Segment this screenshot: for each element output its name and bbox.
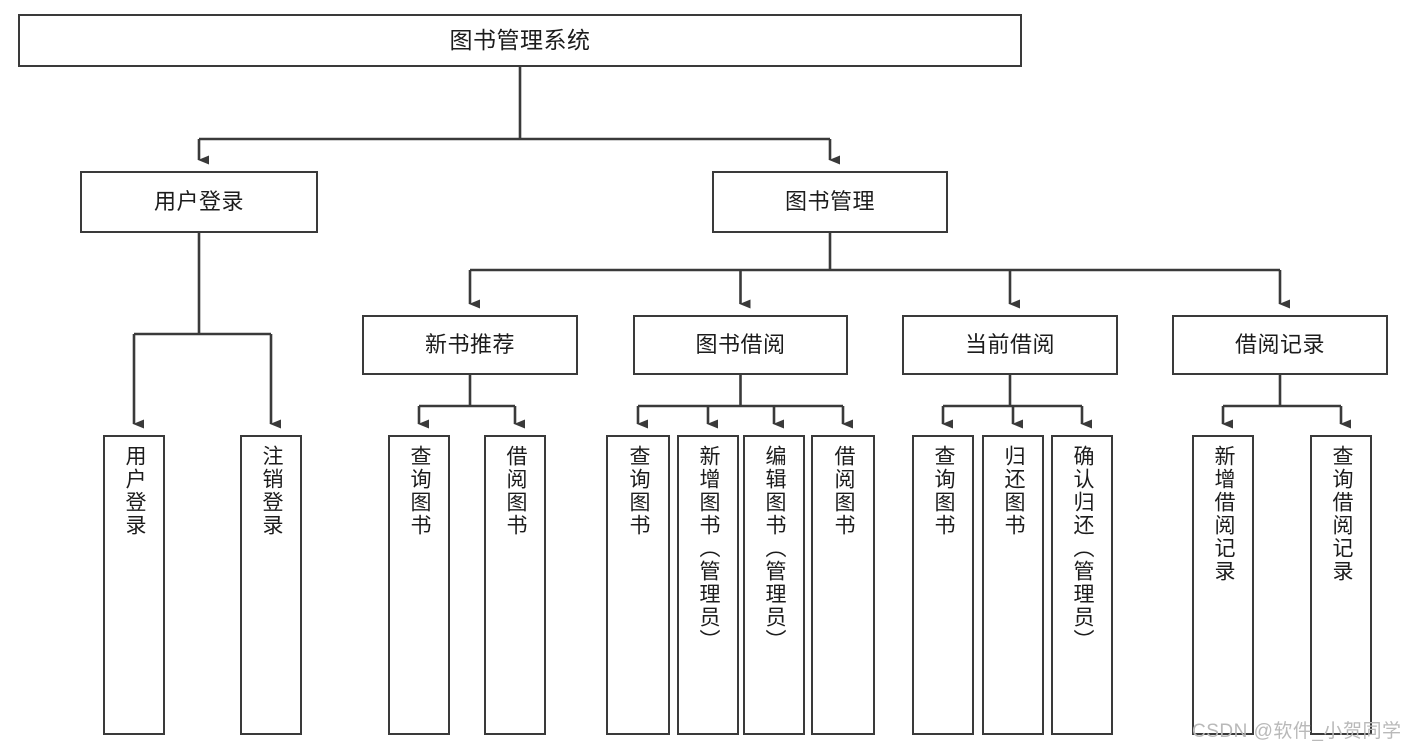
node-leaf-return-book-label: 归还图书	[1002, 445, 1026, 537]
node-leaf-user-login-label: 用户登录	[123, 445, 147, 537]
node-new-book-recommend[interactable]: 新书推荐	[362, 315, 578, 375]
node-leaf-edit-book-admin[interactable]: 编辑图书（管理员）	[743, 435, 805, 735]
node-leaf-query-borrow-record[interactable]: 查询借阅记录	[1310, 435, 1372, 735]
node-leaf-query-book-recommend-label: 查询图书	[408, 445, 432, 537]
node-root[interactable]: 图书管理系统	[18, 14, 1022, 67]
node-leaf-confirm-return-admin-label: 确认归还（管理员）	[1071, 445, 1095, 652]
node-new-book-recommend-label: 新书推荐	[424, 332, 515, 358]
node-root-label: 图书管理系统	[449, 26, 591, 53]
node-leaf-add-book-admin-label: 新增图书（管理员）	[697, 445, 721, 652]
node-leaf-logout-login[interactable]: 注销登录	[240, 435, 302, 735]
node-borrow-record[interactable]: 借阅记录	[1172, 315, 1388, 375]
node-current-borrow-label: 当前借阅	[964, 332, 1055, 358]
node-leaf-add-borrow-record-label: 新增借阅记录	[1212, 445, 1236, 583]
node-leaf-borrow-book-recommend-label: 借阅图书	[504, 445, 528, 537]
node-user-login[interactable]: 用户登录	[80, 171, 318, 233]
node-leaf-query-book-recommend[interactable]: 查询图书	[388, 435, 450, 735]
node-leaf-borrow-book-recommend[interactable]: 借阅图书	[484, 435, 546, 735]
node-book-borrow-label: 图书借阅	[695, 332, 786, 358]
node-book-management[interactable]: 图书管理	[712, 171, 948, 233]
node-leaf-borrow-book[interactable]: 借阅图书	[811, 435, 875, 735]
node-borrow-record-label: 借阅记录	[1234, 332, 1325, 358]
node-leaf-edit-book-admin-label: 编辑图书（管理员）	[763, 445, 787, 652]
node-leaf-query-borrow-record-label: 查询借阅记录	[1330, 445, 1354, 583]
node-leaf-query-book-borrow-label: 查询图书	[627, 445, 651, 537]
node-leaf-confirm-return-admin[interactable]: 确认归还（管理员）	[1051, 435, 1113, 735]
node-user-login-label: 用户登录	[153, 189, 244, 215]
node-leaf-return-book[interactable]: 归还图书	[982, 435, 1044, 735]
node-book-management-label: 图书管理	[784, 189, 875, 215]
node-leaf-user-login[interactable]: 用户登录	[103, 435, 165, 735]
node-leaf-query-book-borrow[interactable]: 查询图书	[606, 435, 670, 735]
node-leaf-query-book-current-label: 查询图书	[932, 445, 956, 537]
node-current-borrow[interactable]: 当前借阅	[902, 315, 1118, 375]
node-leaf-add-book-admin[interactable]: 新增图书（管理员）	[677, 435, 739, 735]
node-leaf-query-book-current[interactable]: 查询图书	[912, 435, 974, 735]
node-book-borrow[interactable]: 图书借阅	[633, 315, 848, 375]
node-leaf-logout-login-label: 注销登录	[260, 445, 284, 537]
node-leaf-add-borrow-record[interactable]: 新增借阅记录	[1192, 435, 1254, 735]
node-leaf-borrow-book-label: 借阅图书	[832, 445, 856, 537]
